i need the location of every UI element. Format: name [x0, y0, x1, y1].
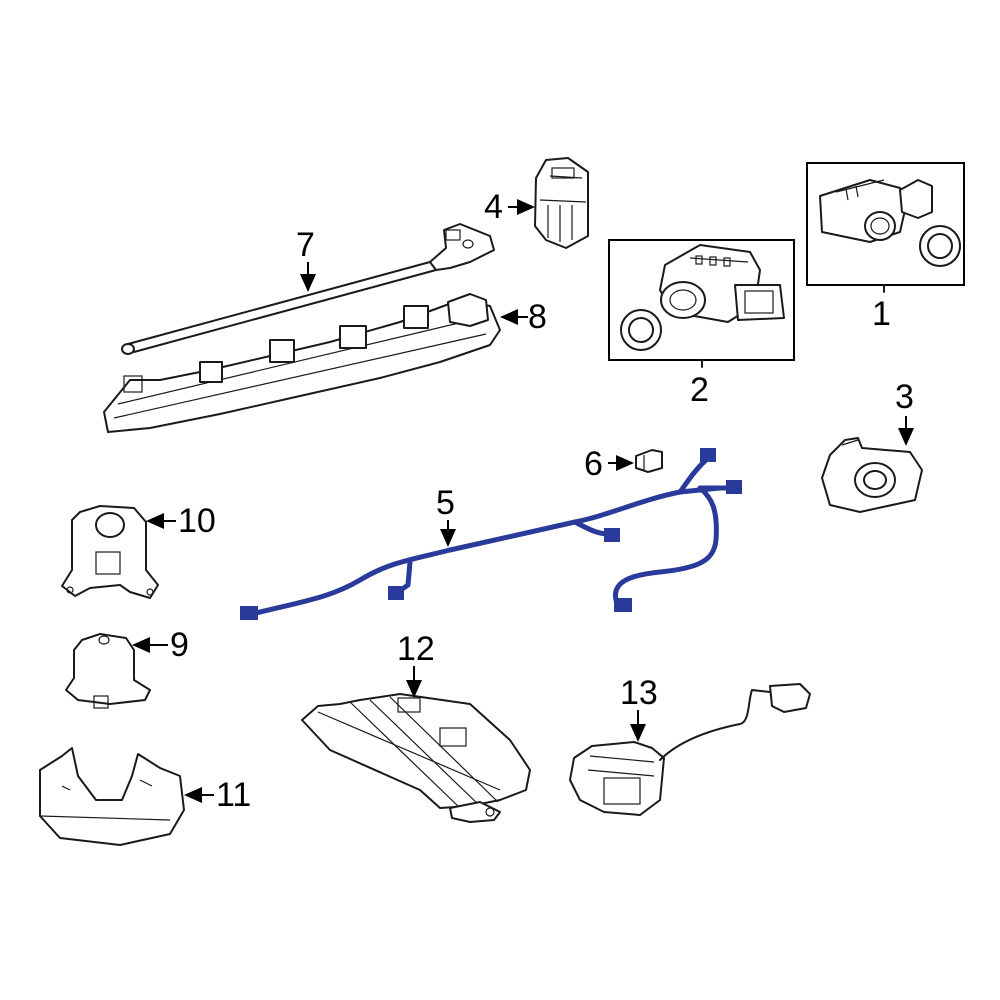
part-12-control-module[interactable]: 12 — [301, 630, 531, 823]
callout-4: 4 — [484, 188, 503, 226]
part-6-clip[interactable]: 6 — [584, 445, 663, 483]
callout-10: 10 — [178, 502, 216, 540]
callout-9: 9 — [170, 626, 189, 664]
callout-5: 5 — [436, 484, 455, 522]
part-4-bracket[interactable]: 4 — [484, 157, 589, 249]
callout-7: 7 — [296, 226, 315, 264]
harness-connector-6 — [614, 598, 632, 612]
harness-connector-4 — [700, 448, 716, 462]
harness-connector-2 — [388, 586, 404, 600]
callout-3: 3 — [895, 378, 914, 416]
harness-connector-5 — [726, 480, 742, 494]
part-9-module[interactable]: 9 — [65, 626, 189, 709]
part-1-frame — [806, 162, 965, 286]
callout-8: 8 — [528, 298, 547, 336]
callout-2: 2 — [690, 371, 709, 409]
part-2-sensor-assembly[interactable]: 2 — [608, 239, 795, 409]
harness-connector-3 — [604, 528, 620, 542]
part-1-sensor-assembly[interactable]: 1 — [806, 162, 965, 333]
part-7-rod[interactable]: 7 — [121, 223, 495, 355]
callout-1: 1 — [872, 295, 891, 333]
part-13-module[interactable]: 13 — [569, 674, 811, 816]
callout-6: 6 — [584, 445, 603, 483]
harness-connector-left — [240, 606, 258, 620]
part-2-sensor-body — [659, 244, 785, 323]
part-1-sensor-body — [819, 179, 933, 243]
part-11-cover[interactable]: 11 — [39, 747, 251, 846]
part-8-rail[interactable]: 8 — [103, 293, 547, 433]
part-5-wiring-harness[interactable]: 5 — [240, 448, 742, 620]
callout-11: 11 — [216, 776, 251, 814]
part-2-sensor-ring — [620, 309, 662, 351]
callout-12: 12 — [397, 630, 435, 668]
part-1-sensor-ring — [919, 225, 961, 267]
part-3-sensor-bezel[interactable]: 3 — [821, 378, 923, 513]
part-10-module-bracket[interactable]: 10 — [61, 502, 216, 599]
callout-13: 13 — [620, 674, 658, 712]
